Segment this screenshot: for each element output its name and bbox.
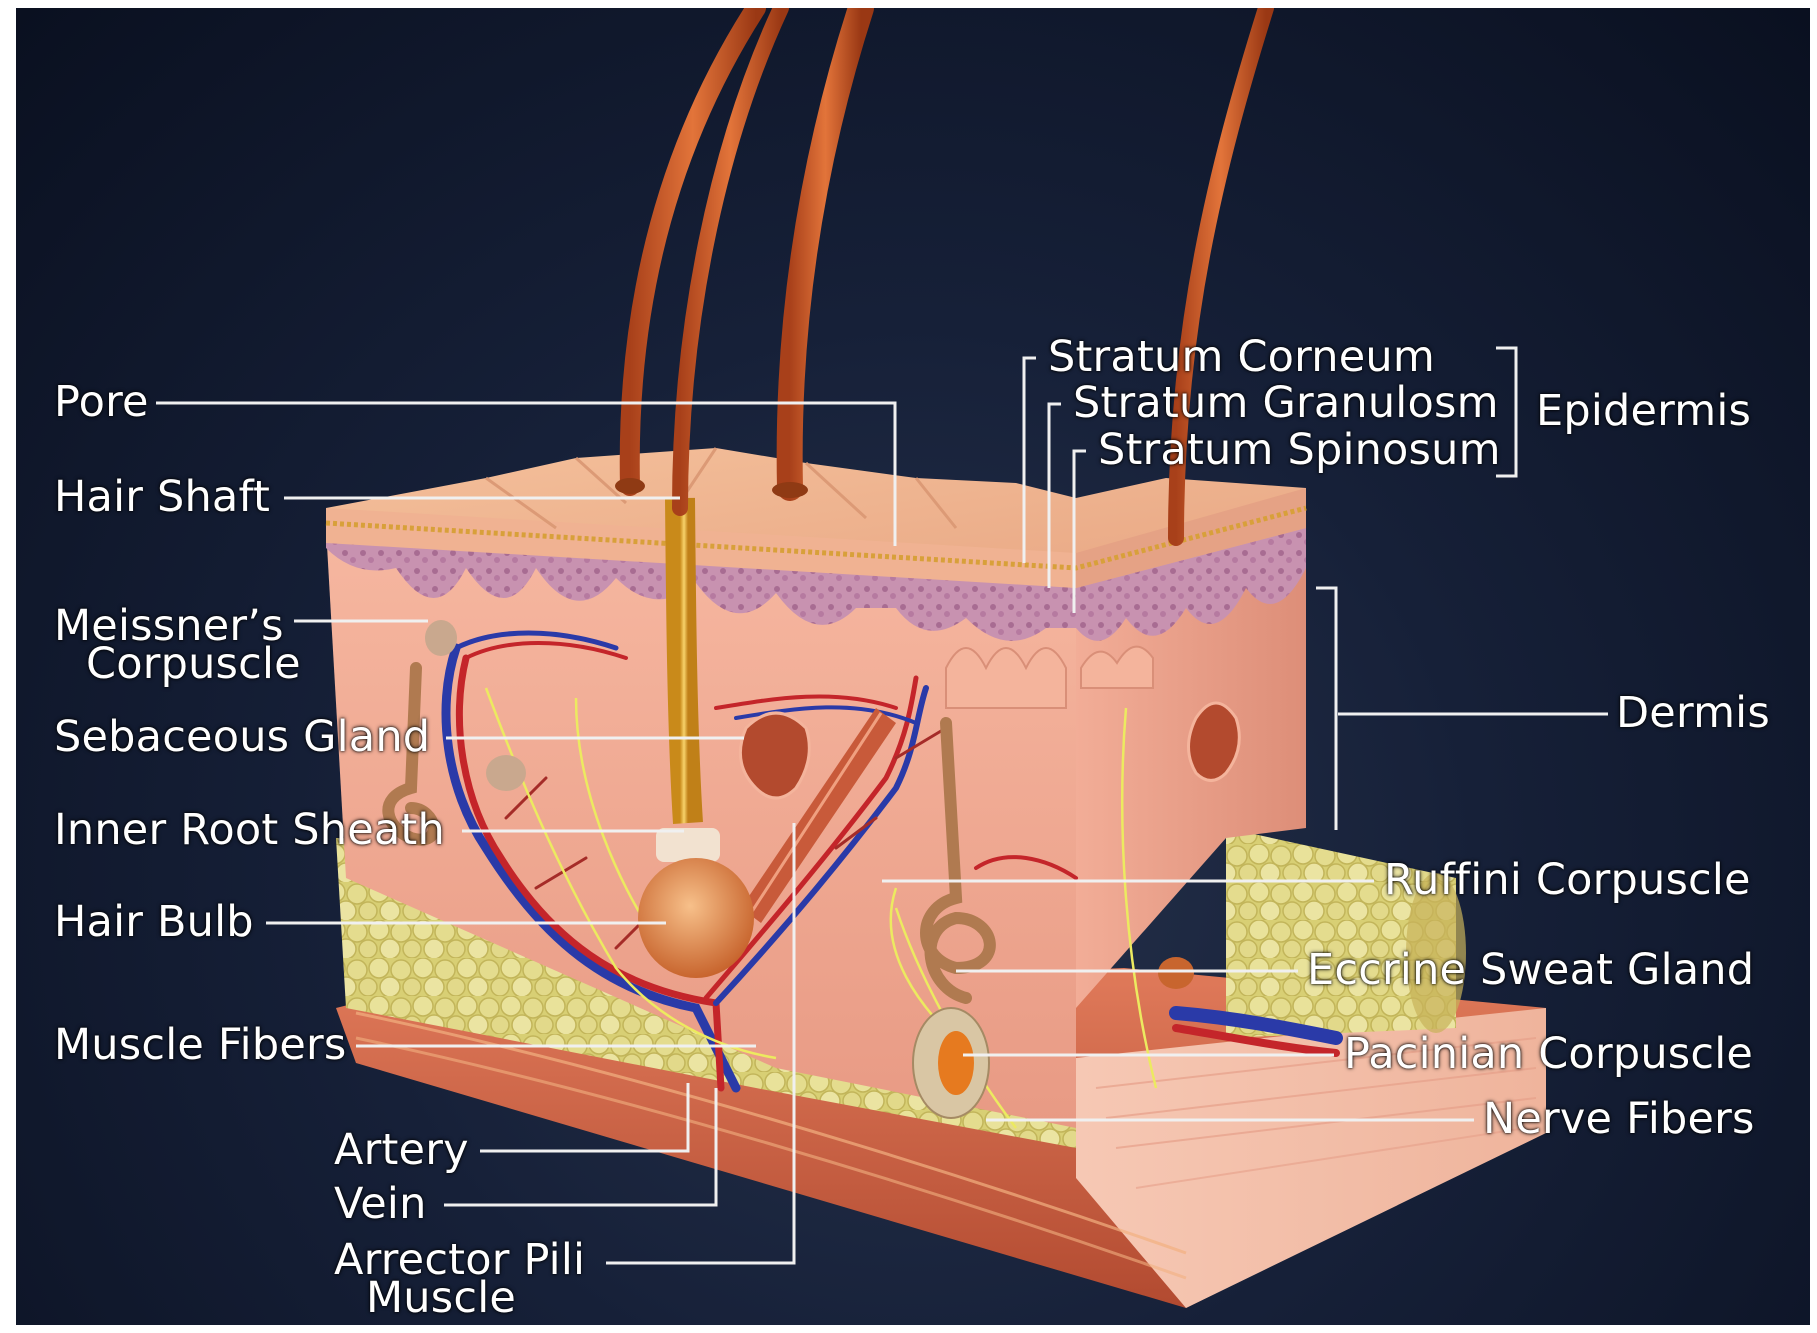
label-inner-root-sheath: Inner Root Sheath <box>54 808 445 852</box>
label-ruffini-corpuscle: Ruffini Corpuscle <box>1384 858 1751 902</box>
label-eccrine-sweat-gland: Eccrine Sweat Gland <box>1307 948 1754 992</box>
label-sebaceous-gland: Sebaceous Gland <box>54 715 430 759</box>
label-artery: Artery <box>334 1128 469 1172</box>
label-dermis: Dermis <box>1616 691 1770 735</box>
label-pacinian-corpuscle: Pacinian Corpuscle <box>1344 1032 1753 1076</box>
diagram-canvas: Pore Hair Shaft Meissner’s Corpuscle Seb… <box>16 8 1810 1325</box>
label-stratum-granulosm: Stratum Granulosm <box>1073 381 1499 425</box>
label-hair-bulb: Hair Bulb <box>54 900 254 944</box>
label-muscle-fibers: Muscle Fibers <box>54 1023 346 1067</box>
dermis-bracket <box>1316 588 1336 830</box>
label-epidermis: Epidermis <box>1536 389 1751 433</box>
label-hair-shaft: Hair Shaft <box>54 475 270 519</box>
label-stratum-corneum: Stratum Corneum <box>1048 335 1435 379</box>
label-vein: Vein <box>334 1182 427 1226</box>
label-arrector-pili-line2: Muscle <box>366 1278 516 1318</box>
label-stratum-spinosum: Stratum Spinosum <box>1098 428 1501 472</box>
label-meissners-line2: Corpuscle <box>86 644 301 684</box>
label-pore: Pore <box>54 380 149 424</box>
pacinian-corpuscle <box>913 1008 989 1118</box>
label-nerve-fibers: Nerve Fibers <box>1483 1097 1755 1141</box>
